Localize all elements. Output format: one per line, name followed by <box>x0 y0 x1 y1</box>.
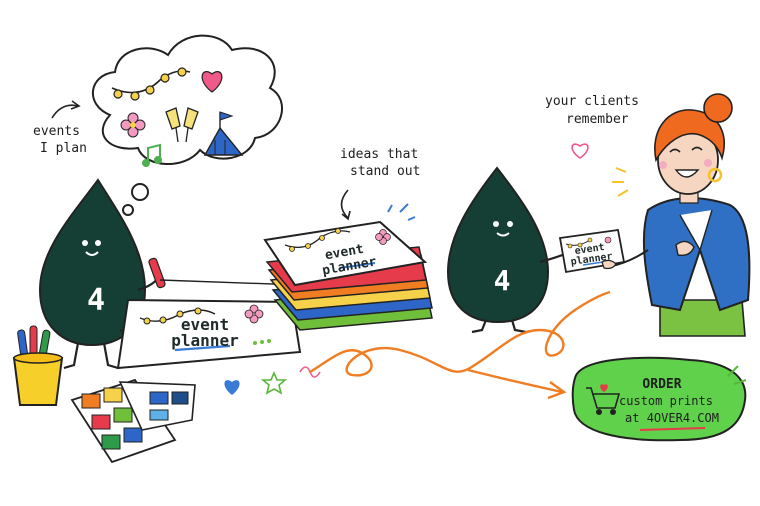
mascot-left-number: 4 <box>87 283 105 318</box>
cta-bubble[interactable] <box>571 356 747 442</box>
cta-line1: ORDER <box>642 377 681 392</box>
card-stack <box>263 220 433 331</box>
label-clients-line2: remember <box>566 112 629 127</box>
label-events-line2: I plan <box>40 141 87 156</box>
cta-line2: custom prints <box>619 394 713 408</box>
color-swatches <box>70 378 196 464</box>
thought-cloud <box>92 34 283 216</box>
star-icon <box>260 370 288 395</box>
heart-icon <box>571 143 589 159</box>
label-clients-line1: your clients <box>545 94 639 109</box>
music-note-icon <box>142 143 162 167</box>
heart-icon <box>600 384 608 392</box>
orange-path-arrow <box>309 290 611 377</box>
flower-icon <box>375 229 391 245</box>
card-left <box>116 298 302 370</box>
arrow-events <box>51 104 79 119</box>
card-handed-line1: event <box>574 242 605 257</box>
flower-icon <box>244 304 264 324</box>
cta-line3: at 4OVER4.COM <box>625 411 719 425</box>
label-ideas-line1: ideas that <box>340 147 418 162</box>
label-events-line1: events <box>33 124 80 139</box>
client-woman <box>601 93 751 337</box>
card-left-line1: event <box>181 315 229 334</box>
mascot-right <box>446 166 566 334</box>
mascot-right-number: 4 <box>494 264 511 297</box>
pen-cup <box>12 325 64 406</box>
heart-icon <box>224 380 240 395</box>
label-ideas-line2: stand out <box>350 164 420 179</box>
heart-icon <box>201 71 223 93</box>
champagne-icon <box>165 107 199 143</box>
tent-icon <box>203 111 244 156</box>
card-stack-line1: event <box>324 242 365 264</box>
cart-icon <box>586 387 621 415</box>
card-left-line2: planner <box>171 331 238 350</box>
arrow-ideas <box>340 189 349 219</box>
flower-icon <box>120 112 146 138</box>
